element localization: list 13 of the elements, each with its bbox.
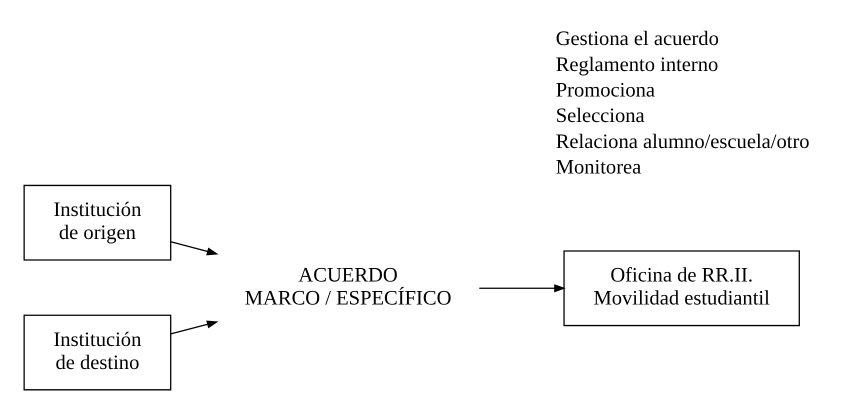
label: Selecciona [556, 105, 645, 128]
label: Promociona [556, 79, 655, 102]
node-text: ACUERDO MARCO / ESPECÍFICO [244, 264, 452, 310]
node-box: Oficina de RR.II. Movilidad estudiantil [563, 250, 800, 326]
label: Monitorea [556, 156, 642, 179]
node-box: Institución de destino [24, 314, 172, 390]
arrow [170, 320, 218, 334]
arrow [170, 241, 218, 256]
arrow [479, 284, 566, 292]
label: Gestiona el acuerdo [556, 28, 719, 50]
node-box: Institución de origen [24, 184, 172, 261]
label: Relaciona alumno/escuela/otro [556, 130, 810, 153]
label: Reglamento interno [556, 54, 718, 76]
